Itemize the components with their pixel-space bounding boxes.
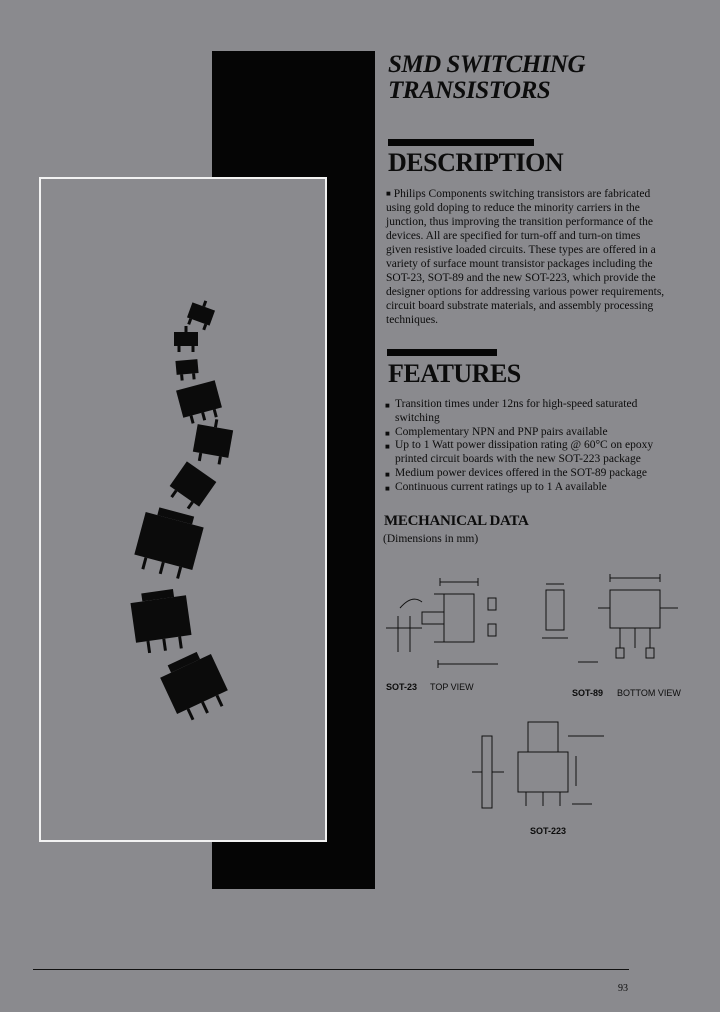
description-text: ■ Philips Components switching transisto…: [386, 188, 665, 326]
mechanical-subheading: (Dimensions in mm): [383, 533, 479, 545]
title-line-1: SMD SWITCHING: [388, 51, 586, 78]
features-list: Transition times under 12ns for high-spe…: [385, 398, 667, 495]
title-line-2: TRANSISTORS: [388, 77, 551, 104]
description-rule: [388, 139, 534, 146]
page-title: SMD SWITCHING TRANSISTORS: [388, 52, 708, 104]
page-number: 93: [618, 983, 628, 994]
features-rule: [387, 349, 497, 356]
mechanical-heading: MECHANICAL DATA: [384, 513, 529, 529]
feature-item: Transition times under 12ns for high-spe…: [385, 398, 667, 426]
sot89-drawing: [542, 574, 678, 663]
feature-item: Up to 1 Watt power dissipation rating @ …: [385, 439, 667, 467]
transistor-packages-image: [130, 300, 234, 721]
sot23-caption: SOT-23: [386, 682, 418, 692]
feature-item: Complementary NPN and PNP pairs availabl…: [385, 426, 667, 441]
sot89-caption: SOT-89: [572, 688, 604, 698]
feature-item: Medium power devices offered in the SOT-…: [385, 467, 667, 482]
description-heading: DESCRIPTION: [388, 148, 564, 177]
sot223-drawing: [472, 721, 604, 809]
sot89-view-caption: BOTTOM VIEW: [617, 688, 681, 698]
description-body: Philips Components switching transistors…: [386, 188, 665, 326]
sot223-caption: SOT-223: [530, 826, 567, 836]
footer-rule: [33, 969, 629, 970]
sot23-drawing: [386, 578, 498, 668]
features-heading: FEATURES: [388, 359, 521, 388]
sot23-view-caption: TOP VIEW: [430, 682, 474, 692]
transistor-photo: [39, 177, 327, 842]
feature-item: Continuous current ratings up to 1 A ava…: [385, 481, 667, 496]
